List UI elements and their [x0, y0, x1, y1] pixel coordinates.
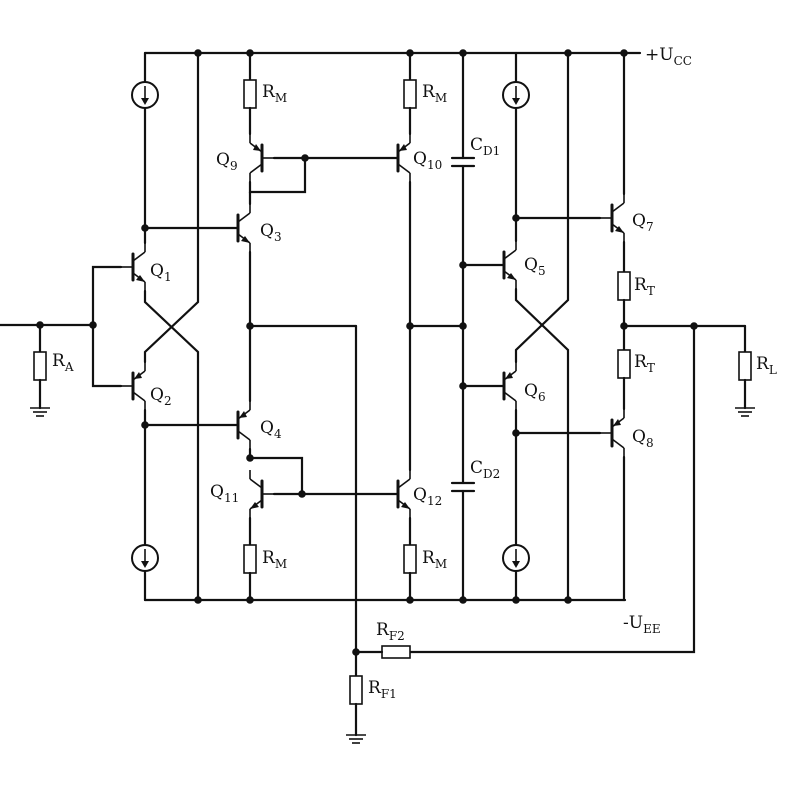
left-current-source-bottom	[131, 423, 159, 602]
transistor-q3	[224, 202, 252, 254]
label-q2: Q2	[150, 385, 172, 408]
right-current-source-bottom	[502, 408, 530, 602]
label-q8: Q8	[632, 427, 654, 450]
label-q5: Q5	[524, 255, 546, 278]
label-q12: Q12	[413, 485, 442, 508]
transistor-q11	[248, 468, 276, 520]
transistor-q4	[224, 399, 252, 451]
label-q4: Q4	[260, 418, 282, 441]
label-q1: Q1	[150, 261, 172, 284]
label-rm-2: RM	[422, 82, 447, 105]
label-q10: Q10	[413, 149, 442, 172]
transistor-q12	[384, 468, 412, 520]
capacitor-cd1	[450, 156, 476, 168]
resistor-rf1	[349, 675, 363, 705]
resistor-rm-4	[403, 544, 417, 574]
transistor-q7	[598, 192, 626, 244]
label-rf2: RF2	[376, 620, 405, 643]
label-rf1: RF1	[368, 678, 397, 701]
resistor-rm-1	[243, 79, 257, 109]
left-current-source-top	[131, 51, 159, 230]
label-cd2: CD2	[470, 458, 500, 481]
label-rm-4: RM	[422, 548, 447, 571]
label-q3: Q3	[260, 221, 282, 244]
vcc-label: +UCC	[645, 45, 692, 68]
label-rl: RL	[756, 354, 777, 377]
resistor-rm-2	[403, 79, 417, 109]
transistor-q2	[119, 360, 147, 412]
resistor-rf2	[381, 645, 411, 659]
capacitor-cd2	[450, 481, 476, 493]
label-rm-3: RM	[262, 548, 287, 571]
resistor-rm-3	[243, 544, 257, 574]
transistor-q9	[248, 132, 276, 184]
label-rm-1: RM	[262, 82, 287, 105]
label-rt-1: RT	[634, 275, 655, 298]
resistor-rt-2	[617, 349, 631, 379]
label-cd1: CD1	[470, 135, 500, 158]
transistor-q5	[490, 239, 518, 291]
label-q9: Q9	[216, 150, 238, 173]
junction-dots	[36, 49, 698, 656]
resistor-rt-1	[617, 271, 631, 301]
resistor-rl	[738, 351, 752, 381]
label-ra: RA	[52, 351, 74, 374]
label-q7: Q7	[632, 211, 654, 234]
transistor-q10	[384, 132, 412, 184]
vee-label: -UEE	[623, 613, 661, 636]
label-q6: Q6	[524, 381, 546, 404]
transistor-q8	[598, 407, 626, 459]
resistor-ra	[33, 351, 47, 381]
right-current-source-top	[502, 51, 530, 243]
transistor-q1	[119, 241, 147, 293]
label-q11: Q11	[210, 482, 239, 505]
transistor-q6	[490, 360, 518, 412]
label-rt-2: RT	[634, 352, 655, 375]
